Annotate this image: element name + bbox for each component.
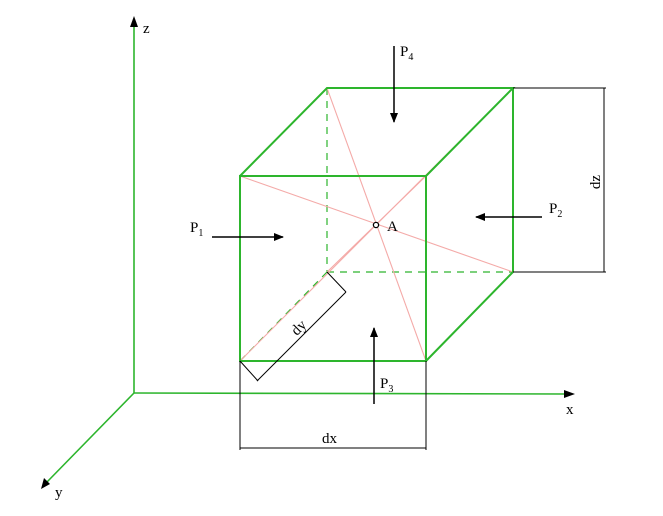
dimension-dy: dy (239, 271, 347, 382)
dy-extension-front (239, 360, 259, 382)
cube-hidden-edges (239, 88, 513, 362)
cube-right-face (425, 88, 514, 362)
dimension-dz: dz (513, 87, 606, 273)
p4-label: P4 (400, 44, 413, 63)
y-axis-arrowhead (41, 478, 50, 489)
force-p2: P2 (475, 201, 562, 221)
dy-dimension-line (256, 291, 347, 382)
point-a-label: A (387, 219, 398, 235)
p3-label: P3 (380, 376, 393, 395)
dx-label: dx (322, 431, 338, 447)
dy-label: dy (288, 317, 310, 339)
x-axis (133, 392, 567, 395)
point-a: A (372, 219, 398, 235)
x-axis-arrowhead (564, 390, 575, 398)
dimension-dx: dx (239, 361, 427, 450)
cube-front-face (239, 175, 427, 362)
z-axis-label: z (143, 21, 150, 37)
z-axis-arrowhead (130, 16, 138, 27)
y-axis-label: y (55, 485, 63, 501)
cube-top-face (239, 87, 516, 177)
force-p3: P3 (370, 327, 393, 404)
dz-label: dz (588, 175, 604, 190)
coordinate-axes: z x y (41, 16, 575, 501)
dy-extension-back (326, 271, 347, 293)
p1-label: P1 (190, 220, 203, 239)
force-p4: P4 (390, 44, 413, 123)
force-p1: P1 (190, 220, 284, 241)
center-point-marker (372, 221, 380, 229)
y-axis (46, 392, 135, 483)
p2-label: P2 (549, 201, 562, 220)
x-axis-label: x (566, 402, 574, 418)
